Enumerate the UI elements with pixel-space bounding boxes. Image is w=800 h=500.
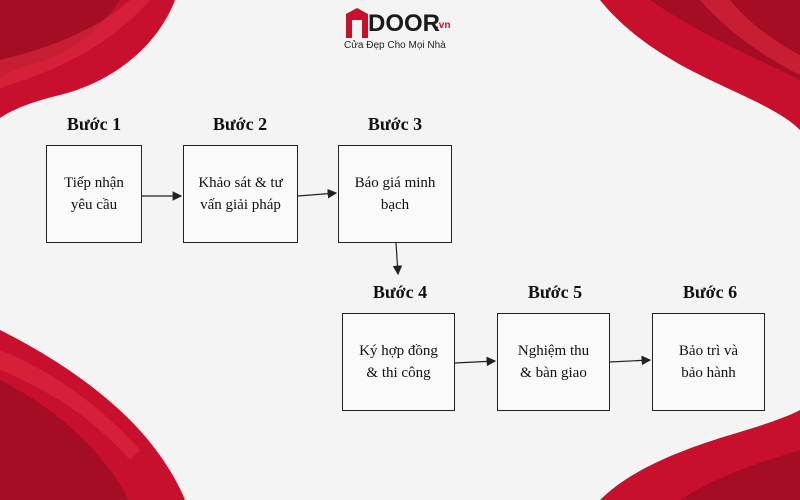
step-1-box: Tiếp nhận yêu cầu [46, 145, 142, 243]
step-5-label: Bước 5 [527, 282, 583, 302]
logo-tagline: Cửa Đẹp Cho Mọi Nhà [344, 40, 446, 51]
curtain-top-left-shine [0, 0, 150, 88]
curtain-bottom-left-shine [0, 350, 140, 460]
door-logo-icon [346, 8, 368, 38]
step-2-label: Bước 2 [212, 114, 268, 134]
step-6-box: Bảo trì và bảo hành [652, 313, 765, 411]
curtain-bottom-right-fold [680, 450, 800, 500]
step-5-box: Nghiệm thu & bàn giao [497, 313, 610, 411]
step-2-box: Khảo sát & tư vấn giải pháp [183, 145, 298, 243]
step-3-label: Bước 3 [367, 114, 423, 134]
step-3-box: Báo giá minh bạch [338, 145, 452, 243]
brand-logo[interactable]: DOOR .vn Cửa Đẹp Cho Mọi Nhà [340, 4, 470, 54]
curtain-top-right-shine [700, 0, 800, 75]
curtain-top-right-fold [650, 0, 800, 80]
step-4-label: Bước 4 [372, 282, 428, 302]
logo-domain-suffix: .vn [436, 20, 451, 31]
step-4-box: Ký hợp đồng & thi công [342, 313, 455, 411]
curtain-bottom-left-fold [0, 380, 128, 500]
step-6-label: Bước 6 [682, 282, 738, 302]
logo-wordmark: DOOR [368, 10, 440, 37]
step-1-label: Bước 1 [66, 114, 122, 134]
